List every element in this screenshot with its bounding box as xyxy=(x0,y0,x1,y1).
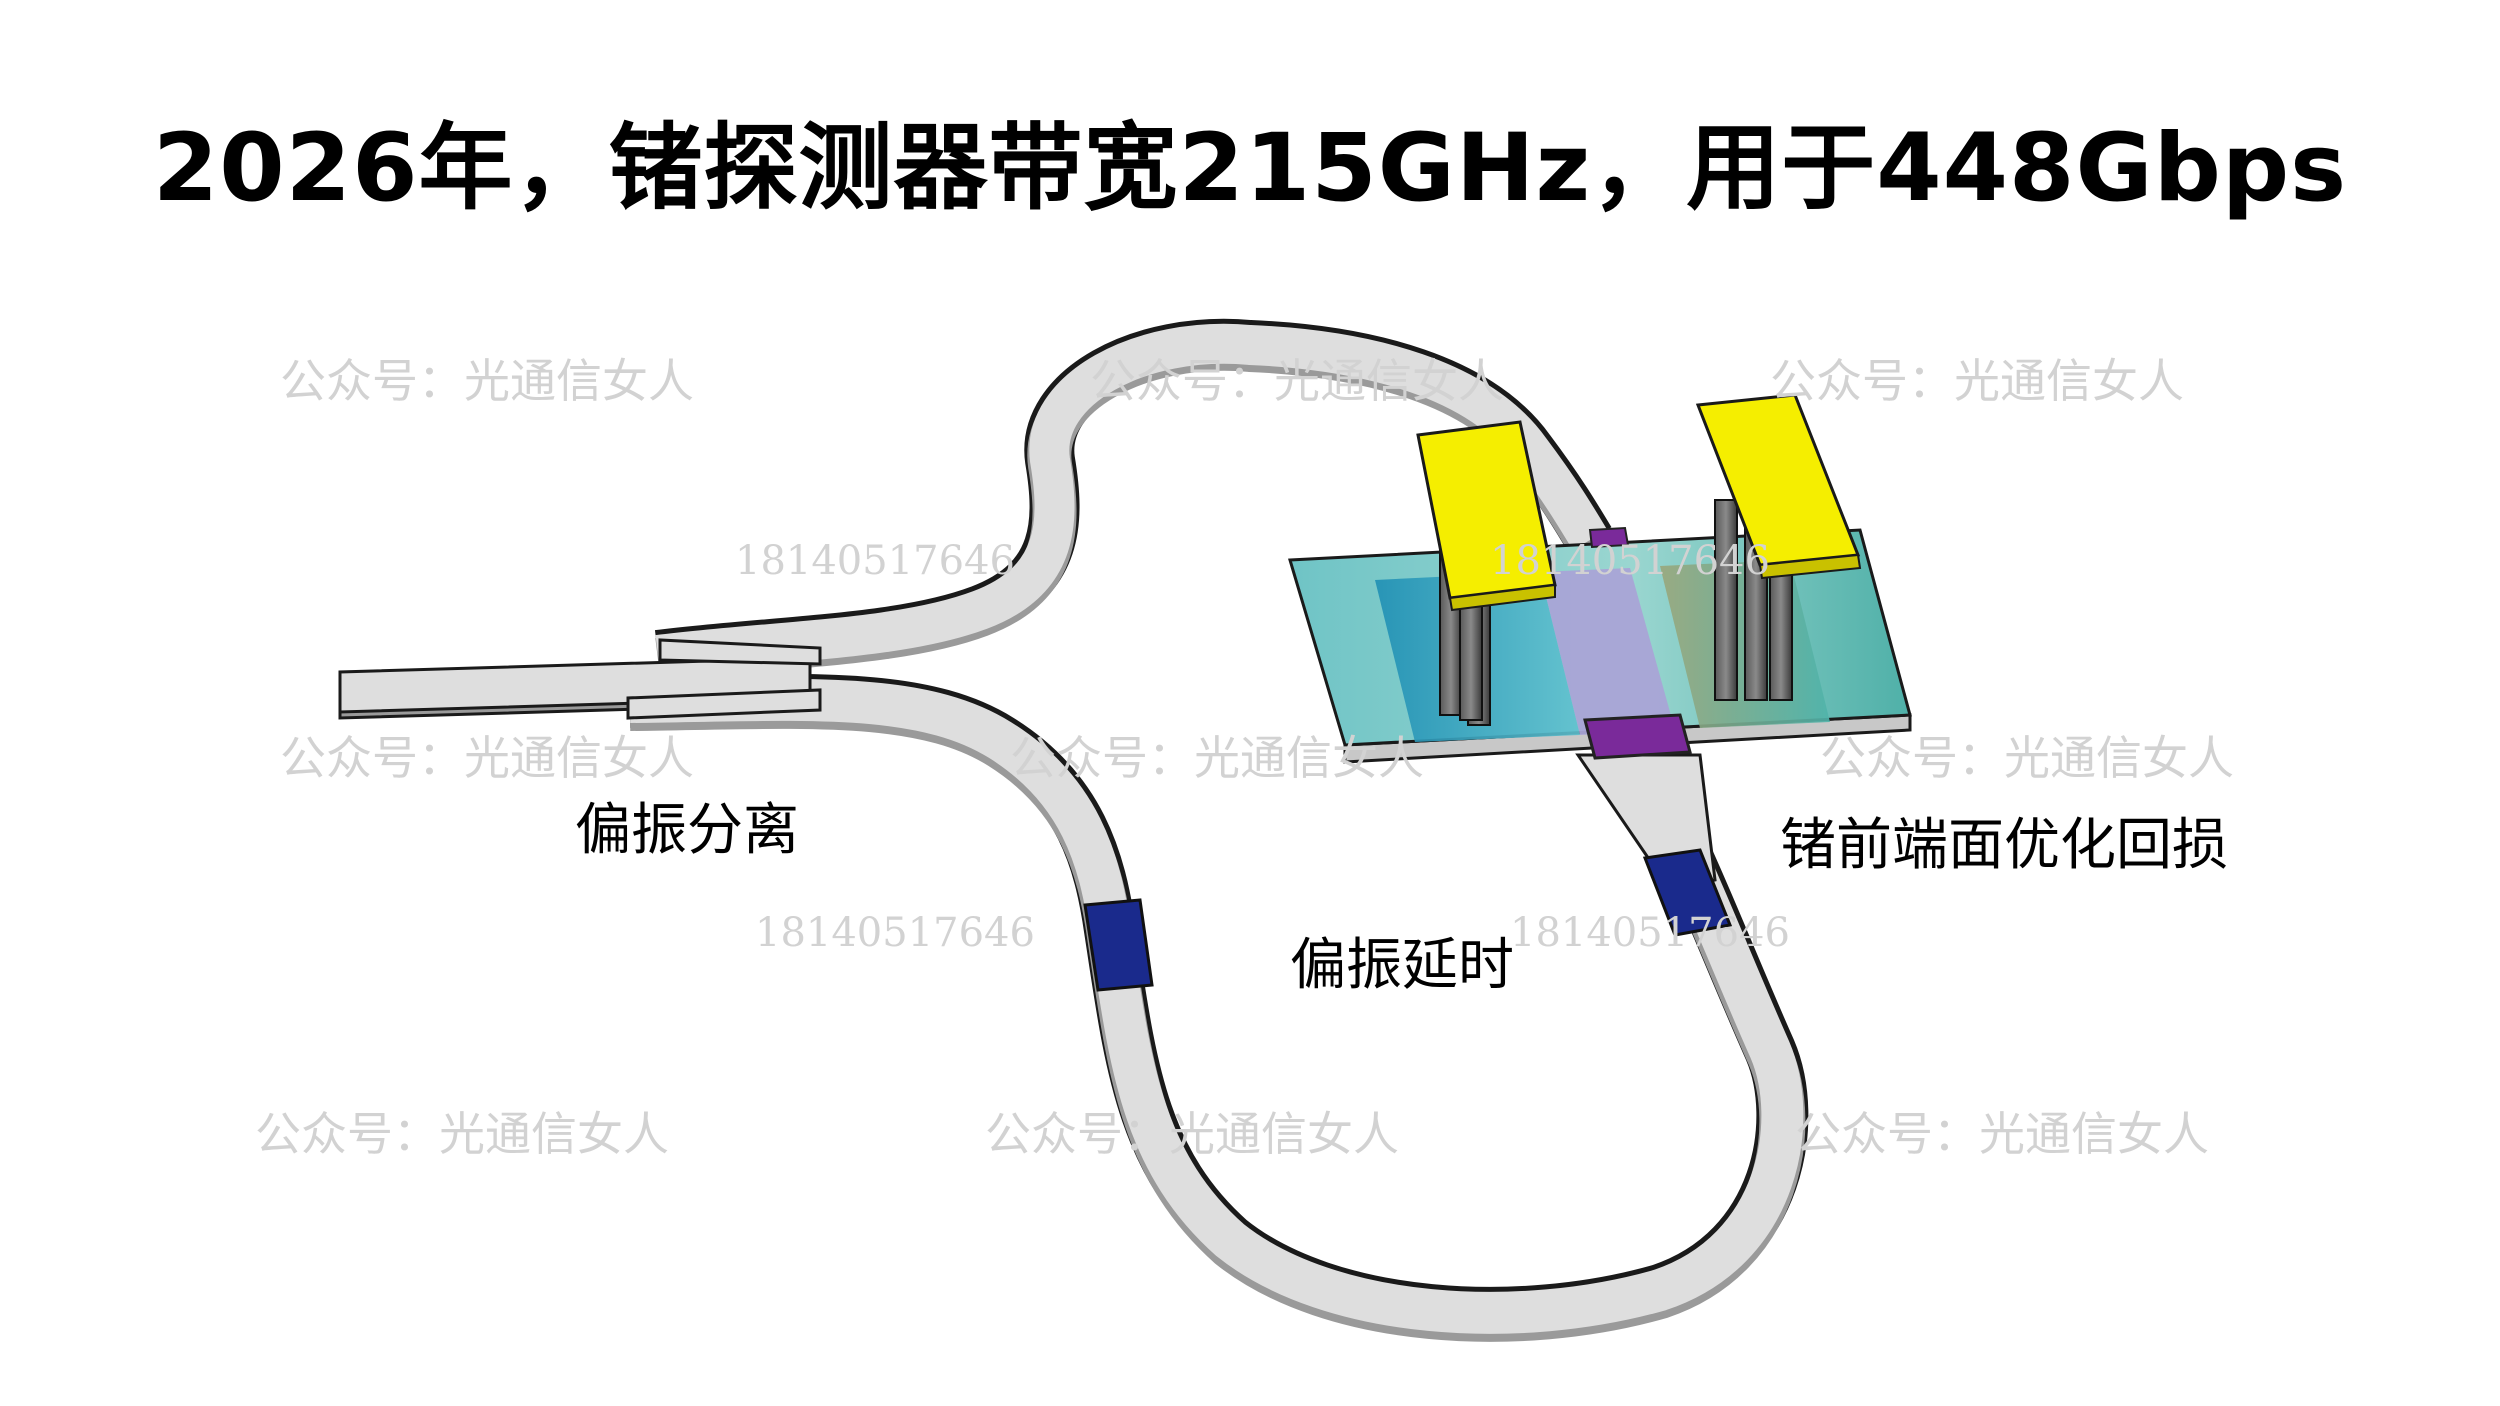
watermark-account: 公众号：光通信女人 xyxy=(985,1107,1399,1161)
watermark-account: 公众号：光通信女人 xyxy=(280,731,694,785)
watermark-account: 公众号：光通信女人 xyxy=(280,354,694,408)
input-waveguide xyxy=(338,638,822,720)
watermark-account: 公众号：光通信女人 xyxy=(1820,731,2234,785)
left-electrode xyxy=(1416,420,1557,726)
watermark-account: 公众号：光通信女人 xyxy=(1090,354,1504,408)
watermark-account: 公众号：光通信女人 xyxy=(1010,731,1424,785)
delay-marker-right xyxy=(1642,848,1733,937)
label-polarization-split: 偏振分离 xyxy=(575,798,799,863)
watermark-account: 公众号：光通信女人 xyxy=(1770,354,2184,408)
right-electrode xyxy=(1695,393,1862,701)
watermark-phone: 18140517646 xyxy=(735,538,1015,584)
lower-delay-loop xyxy=(629,673,1809,1342)
watermark-phone: 18140517646 xyxy=(1510,910,1790,956)
watermark-phone: 18140517646 xyxy=(755,910,1035,956)
watermark-account: 公众号：光通信女人 xyxy=(255,1107,669,1161)
watermark-phone: 18140517646 xyxy=(1490,538,1770,584)
label-ge-front-optimization: 锗前端面优化回损 xyxy=(1780,813,2228,878)
slide-title: 2026年，锗探测器带宽215GHz，用于448Gbps xyxy=(152,114,2348,223)
watermark-account: 公众号：光通信女人 xyxy=(1795,1107,2209,1161)
label-polarization-delay: 偏振延时 xyxy=(1290,933,1514,998)
delay-marker-left xyxy=(1083,898,1154,992)
